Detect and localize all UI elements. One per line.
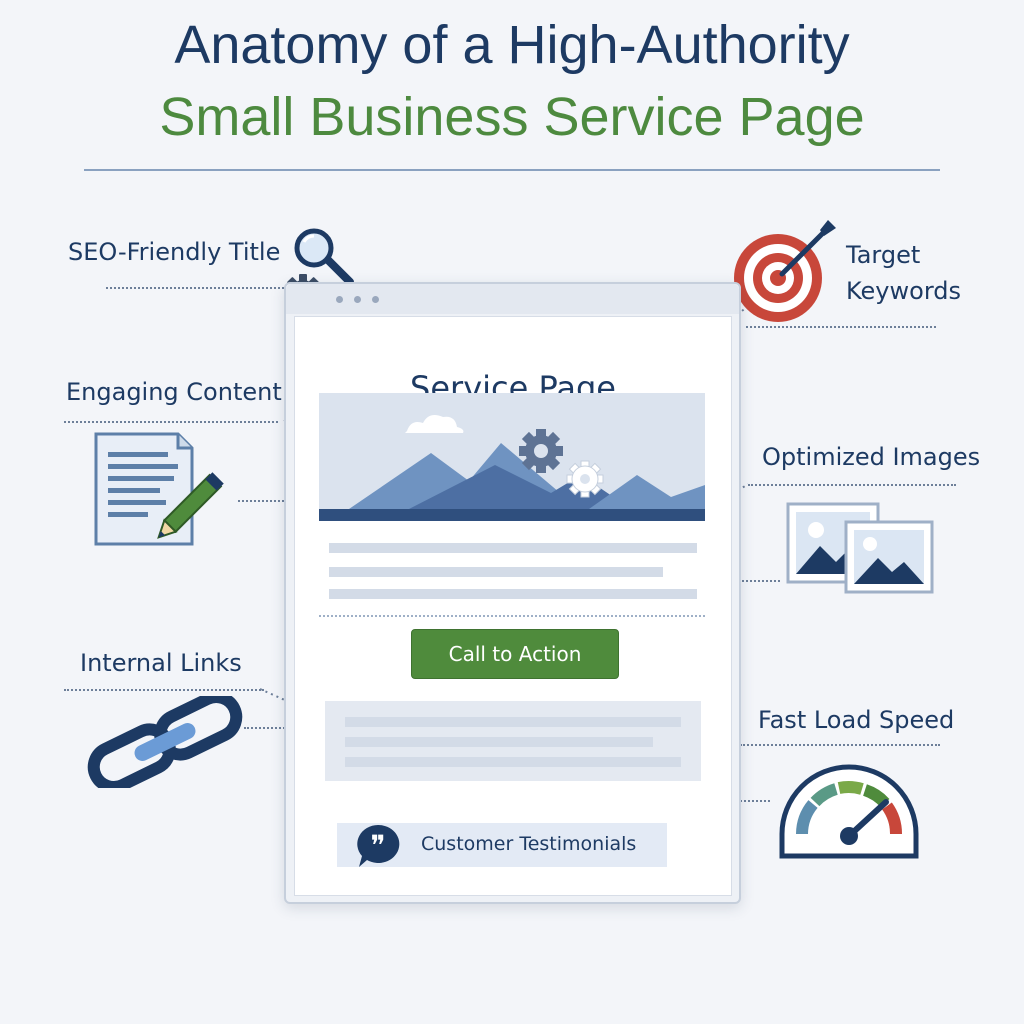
connector-engaging-content-2 xyxy=(238,500,288,502)
speedometer-icon xyxy=(779,764,919,859)
section-divider xyxy=(319,615,705,617)
connector-engaging-content xyxy=(64,421,278,423)
connector-optimized-images-2 xyxy=(734,580,780,582)
testimonials-label: Customer Testimonials xyxy=(421,833,637,855)
link-line[interactable] xyxy=(345,757,681,767)
text-line xyxy=(329,567,663,577)
link-line[interactable] xyxy=(345,737,653,747)
label-seo-friendly-title: SEO-Friendly Title xyxy=(68,238,281,266)
connector-internal-links-2 xyxy=(244,727,288,729)
document-pencil-icon xyxy=(94,432,224,546)
link-line[interactable] xyxy=(345,717,681,727)
text-line xyxy=(329,589,697,599)
connector-target-keywords xyxy=(746,326,936,328)
title-divider xyxy=(84,169,940,171)
label-engaging-content: Engaging Content xyxy=(66,378,282,406)
title-line-2: Small Business Service Page xyxy=(159,87,865,147)
service-page: Service Page xyxy=(294,316,732,896)
magnifier-icon xyxy=(294,228,354,286)
connector-internal-links xyxy=(64,689,264,691)
chain-link-icon xyxy=(87,696,243,788)
label-internal-links: Internal Links xyxy=(80,649,242,677)
window-title-bar xyxy=(286,284,739,314)
gear-icon xyxy=(566,460,604,498)
service-page-window: Service Page xyxy=(284,282,741,904)
label-fast-load-speed: Fast Load Speed xyxy=(758,706,955,734)
connector-optimized-images xyxy=(748,484,956,486)
images-icon xyxy=(786,502,934,594)
connector-seo-title xyxy=(106,287,284,289)
label-target-keywords-line1: Target xyxy=(846,241,921,269)
connector-fast-load xyxy=(740,744,940,746)
label-target-keywords-line2: Keywords xyxy=(846,277,962,305)
target-icon xyxy=(734,220,836,322)
hero-image xyxy=(319,393,705,521)
title-line-1: Anatomy of a High-Authority xyxy=(174,15,850,75)
window-dot xyxy=(336,296,343,303)
window-dot xyxy=(354,296,361,303)
gear-icon xyxy=(519,429,563,473)
internal-links-block xyxy=(325,701,701,781)
customer-testimonials-banner[interactable]: ❞ Customer Testimonials xyxy=(337,823,667,867)
quote-bubble-icon: ❞ xyxy=(357,824,400,867)
svg-text:❞: ❞ xyxy=(370,829,385,862)
text-line xyxy=(329,543,697,553)
call-to-action-button[interactable]: Call to Action xyxy=(411,629,619,679)
window-dot xyxy=(372,296,379,303)
label-optimized-images: Optimized Images xyxy=(762,443,981,471)
